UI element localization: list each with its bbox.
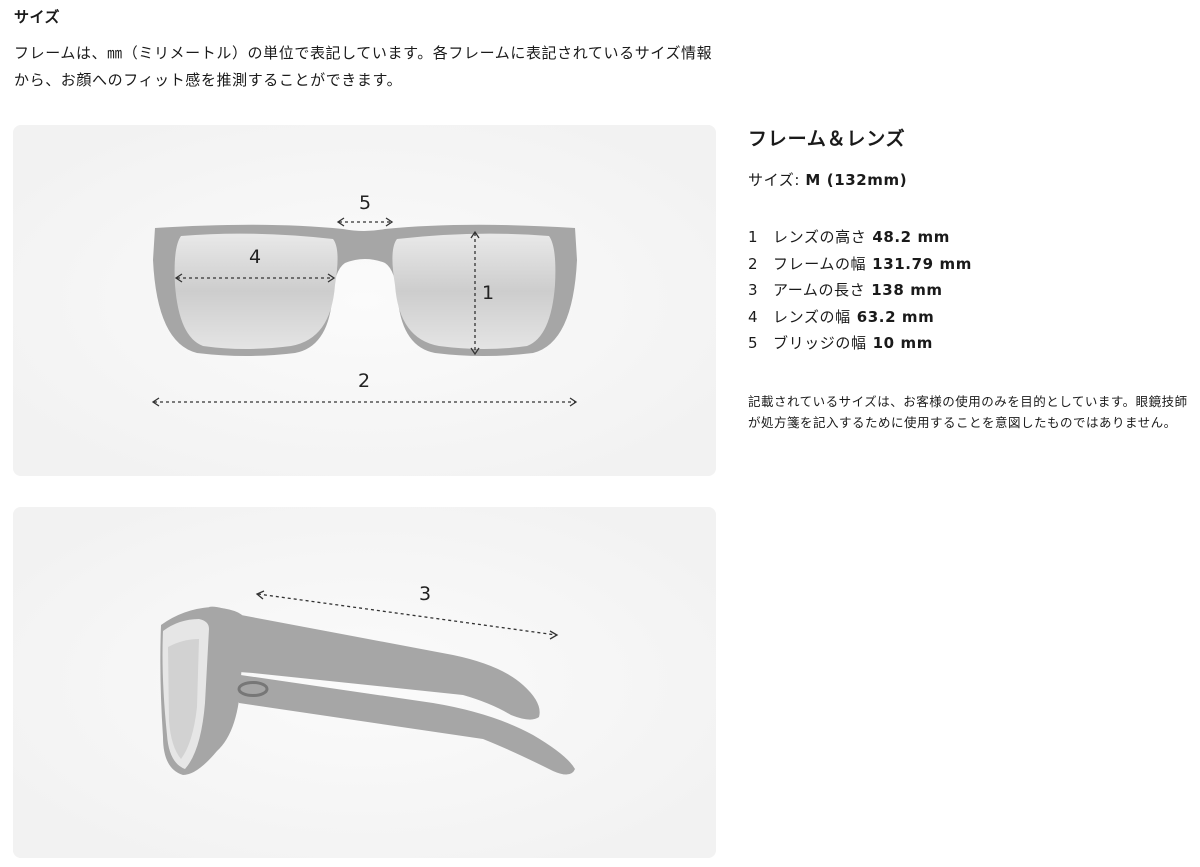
- left-lens: [174, 233, 338, 349]
- side-logo: [237, 681, 269, 697]
- measurement-list: 1 レンズの高さ 48.2 mm 2 フレームの幅 131.79 mm 3 アームの長さ 1…: [748, 224, 1188, 357]
- measurement-label: レンズの幅: [773, 307, 851, 326]
- size-label: サイズ:: [748, 171, 801, 189]
- measurement-item: 1 レンズの高さ 48.2 mm: [748, 224, 1188, 251]
- lens-width-label: 4: [249, 246, 261, 268]
- arm-length-arrow: [257, 593, 557, 636]
- measurement-value: 138 mm: [871, 281, 943, 299]
- disclaimer-text: 記載されているサイズは、お客様の使用のみを目的としています。眼鏡技師が処方箋を記…: [748, 393, 1188, 430]
- measurement-label: フレームの幅: [773, 254, 867, 273]
- measurement-label: ブリッジの幅: [773, 334, 867, 352]
- measurement-value: 48.2 mm: [872, 228, 951, 246]
- arm-length-label: 3: [419, 583, 431, 605]
- measurement-label: レンズの高さ: [773, 228, 867, 246]
- right-lens: [392, 233, 556, 349]
- measurement-value: 10 mm: [872, 334, 933, 352]
- specs-title: フレーム＆レンズ: [748, 128, 906, 150]
- bridge-width-label: 5: [359, 192, 371, 214]
- measurement-value: 131.79 mm: [872, 254, 972, 273]
- glasses-side-diagram: 3: [13, 507, 716, 858]
- lens-height-label: 1: [482, 282, 494, 304]
- side-arm: [209, 606, 540, 720]
- glasses-front-diagram: 5 4 1 2: [13, 125, 716, 476]
- measurement-item: 2 フレームの幅 131.79 mm: [748, 251, 1188, 278]
- measurement-value: 63.2 mm: [856, 307, 935, 326]
- front-view-panel: 5 4 1 2: [13, 125, 716, 476]
- measurement-label: アームの長さ: [773, 281, 866, 299]
- measurement-item: 3 アームの長さ 138 mm: [748, 277, 1188, 304]
- measurement-item: 5 ブリッジの幅 10 mm: [748, 330, 1188, 357]
- section-heading: サイズ: [14, 8, 61, 26]
- intro-text: フレームは、㎜（ミリメートル）の単位で表記しています。各フレームに表記されている…: [14, 44, 713, 89]
- measurement-number: 2: [748, 254, 759, 273]
- measurement-item: 4 レンズの幅 63.2 mm: [748, 304, 1188, 331]
- size-line: サイズ: M (132mm): [748, 169, 1188, 190]
- size-value: M (132mm): [805, 171, 908, 189]
- side-view-panel: 3: [13, 507, 716, 858]
- measurement-number: 5: [748, 334, 759, 352]
- frame-width-label: 2: [358, 370, 370, 392]
- specs-panel: フレーム＆レンズ サイズ: M (132mm) 1 レンズの高さ 48.2 mm 2…: [748, 124, 1188, 433]
- measurement-number: 1: [748, 228, 759, 246]
- measurement-number: 4: [748, 307, 759, 326]
- measurement-number: 3: [748, 281, 759, 299]
